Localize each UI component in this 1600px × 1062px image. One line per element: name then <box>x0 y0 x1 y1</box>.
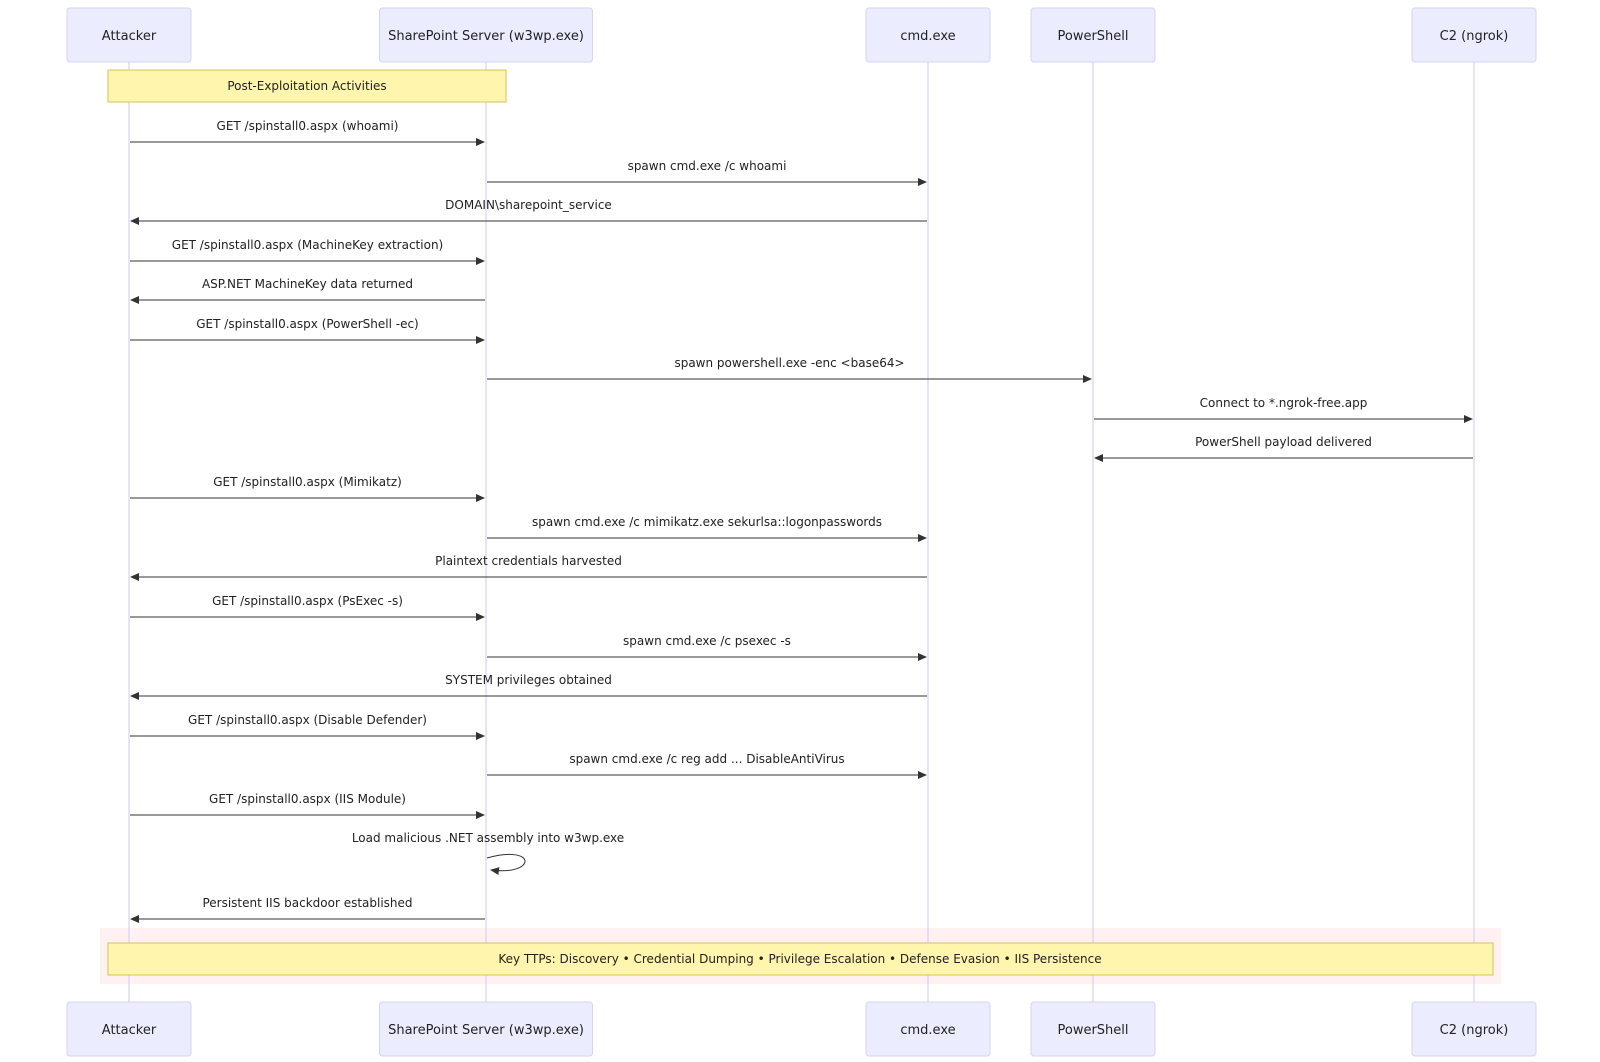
message-label: GET /spinstall0.aspx (MachineKey extract… <box>172 238 443 252</box>
actor-box-cmd <box>865 1001 991 1057</box>
message-label: GET /spinstall0.aspx (PsExec -s) <box>212 594 403 608</box>
message: Persistent IIS backdoor established <box>130 896 485 923</box>
actor-cmd-top: cmd.exe <box>865 7 991 63</box>
message-label: spawn cmd.exe /c whoami <box>628 159 787 173</box>
actor-c2-top: C2 (ngrok) <box>1411 7 1537 63</box>
message: PowerShell payload delivered <box>1094 435 1473 462</box>
message: SYSTEM privileges obtained <box>130 673 927 700</box>
message-label: ASP.NET MachineKey data returned <box>202 277 413 291</box>
actor-label-powershell: PowerShell <box>1057 1023 1128 1038</box>
actor-box-sharepoint <box>379 7 593 63</box>
actors-top: Attacker SharePoint Server (w3wp.exe) cmd.… <box>66 7 1537 63</box>
message: GET /spinstall0.aspx (MachineKey extract… <box>130 238 485 265</box>
note-key-ttps: Key TTPs: Discovery • Credential Dumping… <box>107 942 1494 976</box>
message-label: spawn cmd.exe /c psexec -s <box>623 634 791 648</box>
actor-box-attacker <box>66 7 192 63</box>
message-label: spawn powershell.exe -enc <base64> <box>674 356 904 370</box>
message: DOMAIN\sharepoint_service <box>130 198 927 225</box>
message-label: GET /spinstall0.aspx (whoami) <box>217 119 399 133</box>
message-label: GET /spinstall0.aspx (IIS Module) <box>209 792 406 806</box>
message-label: Persistent IIS backdoor established <box>202 896 412 910</box>
message: GET /spinstall0.aspx (Mimikatz) <box>130 475 485 502</box>
lifelines <box>128 62 1475 1002</box>
message-self-arrow <box>486 853 526 875</box>
actor-attacker-top: Attacker <box>66 7 192 63</box>
actor-label-powershell: PowerShell <box>1057 29 1128 44</box>
actor-label-attacker: Attacker <box>102 1023 157 1038</box>
actor-cmd-bottom: cmd.exe <box>865 1001 991 1057</box>
message: GET /spinstall0.aspx (PsExec -s) <box>130 594 485 621</box>
message: Connect to *.ngrok-free.app <box>1094 396 1473 423</box>
actor-label-attacker: Attacker <box>102 29 157 44</box>
actor-label-c2: C2 (ngrok) <box>1440 29 1509 44</box>
actor-sharepoint-top: SharePoint Server (w3wp.exe) <box>379 7 593 63</box>
message: spawn powershell.exe -enc <base64> <box>487 356 1092 383</box>
message: spawn cmd.exe /c whoami <box>487 159 927 186</box>
message-label: GET /spinstall0.aspx (Disable Defender) <box>188 713 427 727</box>
actor-label-cmd: cmd.exe <box>900 29 955 44</box>
message-label: Load malicious .NET assembly into w3wp.e… <box>352 831 624 845</box>
actor-powershell-top: PowerShell <box>1030 7 1156 63</box>
actor-box-powershell <box>1030 1001 1156 1057</box>
message: GET /spinstall0.aspx (whoami) <box>130 119 485 146</box>
message-label: GET /spinstall0.aspx (PowerShell -ec) <box>196 317 419 331</box>
actor-box-attacker <box>66 1001 192 1057</box>
actor-box-cmd <box>865 7 991 63</box>
message-label: spawn cmd.exe /c mimikatz.exe sekurlsa::… <box>532 515 882 529</box>
messages: GET /spinstall0.aspx (whoami) spawn cmd.e… <box>130 119 1473 923</box>
message-label: PowerShell payload delivered <box>1195 435 1372 449</box>
message: ASP.NET MachineKey data returned <box>130 277 485 304</box>
actor-label-sharepoint: SharePoint Server (w3wp.exe) <box>388 1023 584 1038</box>
actors-bottom: Attacker SharePoint Server (w3wp.exe) cmd.… <box>66 1001 1537 1057</box>
message-label: spawn cmd.exe /c reg add ... DisableAnti… <box>569 752 844 766</box>
message: spawn cmd.exe /c psexec -s <box>487 634 927 661</box>
actor-attacker-bottom: Attacker <box>66 1001 192 1057</box>
message-label: Plaintext credentials harvested <box>435 554 622 568</box>
actor-powershell-bottom: PowerShell <box>1030 1001 1156 1057</box>
actor-label-cmd: cmd.exe <box>900 1023 955 1038</box>
actor-sharepoint-bottom: SharePoint Server (w3wp.exe) <box>379 1001 593 1057</box>
note-post-exploitation-label: Post-Exploitation Activities <box>227 79 386 93</box>
actor-box-c2 <box>1411 1001 1537 1057</box>
note-key-ttps-label: Key TTPs: Discovery • Credential Dumping… <box>498 952 1101 966</box>
message-label: DOMAIN\sharepoint_service <box>445 198 612 212</box>
actor-c2-bottom: C2 (ngrok) <box>1411 1001 1537 1057</box>
actor-label-c2: C2 (ngrok) <box>1440 1023 1509 1038</box>
note-post-exploitation: Post-Exploitation Activities <box>107 69 507 103</box>
message: Plaintext credentials harvested <box>130 554 927 581</box>
actor-box-sharepoint <box>379 1001 593 1057</box>
actor-label-sharepoint: SharePoint Server (w3wp.exe) <box>388 29 584 44</box>
message: GET /spinstall0.aspx (PowerShell -ec) <box>130 317 485 344</box>
message-label: Connect to *.ngrok-free.app <box>1200 396 1368 410</box>
message: Load malicious .NET assembly into w3wp.e… <box>352 831 624 875</box>
message: GET /spinstall0.aspx (Disable Defender) <box>130 713 485 740</box>
message: GET /spinstall0.aspx (IIS Module) <box>130 792 485 819</box>
actor-box-c2 <box>1411 7 1537 63</box>
message: spawn cmd.exe /c reg add ... DisableAnti… <box>487 752 927 779</box>
message-label: GET /spinstall0.aspx (Mimikatz) <box>213 475 402 489</box>
message-label: SYSTEM privileges obtained <box>445 673 612 687</box>
actor-box-powershell <box>1030 7 1156 63</box>
message: spawn cmd.exe /c mimikatz.exe sekurlsa::… <box>487 515 927 542</box>
